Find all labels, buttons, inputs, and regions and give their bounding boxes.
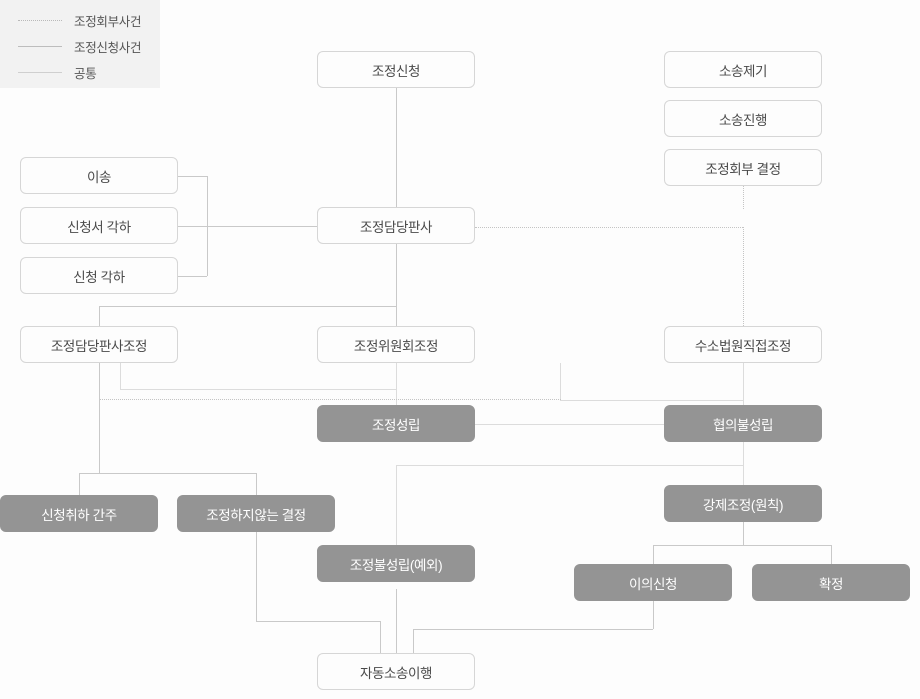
connector-to-confirmation xyxy=(831,545,832,565)
connector-no-mediation-down xyxy=(256,531,257,621)
connector-application-to-judge xyxy=(396,88,397,209)
connector-objection-to-auto-lawsuit xyxy=(413,629,653,630)
connector-to-no-mediation xyxy=(256,473,257,495)
connector-judge-split-horizontal xyxy=(99,306,396,307)
connector-referral-down xyxy=(743,186,744,209)
connector-no-mediation-drop xyxy=(380,621,381,653)
node-committee-mediation[interactable]: 조정위원회조정 xyxy=(317,326,475,363)
connector-left-bracket-to-judge xyxy=(177,226,317,227)
connector-compulsory-split xyxy=(653,545,831,546)
connector-to-failure-exception xyxy=(396,465,397,545)
node-transfer[interactable]: 이송 xyxy=(20,157,178,194)
legend-label: 조정신청사건 xyxy=(74,40,142,55)
node-lawsuit-filing[interactable]: 소송제기 xyxy=(664,51,822,88)
connector-judge-mediation-down xyxy=(120,363,121,389)
connector-judge-to-direct-dotted xyxy=(475,227,743,228)
legend-item-common: 공통 xyxy=(18,63,97,81)
connector-mediation-merge-horizontal xyxy=(120,389,396,390)
connector-objection-down xyxy=(653,601,654,629)
connector-gakha-stub xyxy=(177,276,207,277)
node-objection-filing[interactable]: 이의신청 xyxy=(574,564,732,601)
connector-committee-mediation-down xyxy=(396,363,397,389)
legend-label: 조정회부사건 xyxy=(74,14,142,29)
node-automatic-lawsuit-transition[interactable]: 자동소송이행 xyxy=(317,653,475,690)
connector-disagreement-split xyxy=(396,465,743,466)
node-application-form-dismissal[interactable]: 신청서 각하 xyxy=(20,207,178,244)
connector-isong-stub xyxy=(177,176,207,177)
legend: 조정회부사건 조정신청사건 공통 xyxy=(0,0,160,88)
node-lawsuit-proceeding[interactable]: 소송진행 xyxy=(664,100,822,137)
connector-merge-to-success xyxy=(396,389,397,405)
node-agreement-failed[interactable]: 협의불성립 xyxy=(664,405,822,442)
node-referral-decision[interactable]: 조정회부 결정 xyxy=(664,149,822,186)
connector-to-objection xyxy=(653,545,654,565)
node-mediation-established[interactable]: 조정성립 xyxy=(317,405,475,442)
node-application-withdrawal-deemed[interactable]: 신청취하 간주 xyxy=(0,495,158,532)
connector-judge-down xyxy=(396,244,397,326)
connector-to-compulsory xyxy=(743,465,744,485)
legend-item-application-case: 조정신청사건 xyxy=(18,37,142,55)
legend-label: 공통 xyxy=(74,66,97,81)
connector-committee-right-down xyxy=(560,363,561,400)
node-no-mediation-decision[interactable]: 조정하지않는 결정 xyxy=(177,495,335,532)
connector-direct-to-disagreement xyxy=(743,363,744,405)
node-mediation-application[interactable]: 조정신청 xyxy=(317,51,475,88)
node-application-dismissal[interactable]: 신청 각하 xyxy=(20,257,178,294)
connector-dotted-to-direct-mediation xyxy=(743,227,744,326)
node-judge-mediation[interactable]: 조정담당판사조정 xyxy=(20,326,178,363)
connector-success-to-disagreement xyxy=(475,424,665,425)
node-mediation-judge[interactable]: 조정담당판사 xyxy=(317,207,475,244)
connector-disagreement-down xyxy=(743,441,744,465)
legend-item-referred-case: 조정회부사건 xyxy=(18,11,142,29)
connector-bottom-left-split xyxy=(79,473,256,474)
connector-compulsory-down xyxy=(743,521,744,545)
node-direct-court-mediation[interactable]: 수소법원직접조정 xyxy=(664,326,822,363)
connector-no-mediation-right xyxy=(256,621,380,622)
node-confirmation[interactable]: 확정 xyxy=(752,564,910,601)
connector-to-judge-mediation xyxy=(99,306,100,326)
connector-to-withdrawal xyxy=(79,473,80,495)
connector-left-trunk-down xyxy=(99,363,100,473)
connector-auto-lawsuit-right-drop xyxy=(413,629,414,653)
node-compulsory-mediation[interactable]: 강제조정(원칙) xyxy=(664,485,822,522)
connector-failure-to-auto-lawsuit xyxy=(396,589,397,653)
connector-committee-to-disagreement xyxy=(560,400,743,401)
node-mediation-failure-exception[interactable]: 조정불성립(예외) xyxy=(317,545,475,582)
connector-dotted-row-link xyxy=(99,399,561,400)
